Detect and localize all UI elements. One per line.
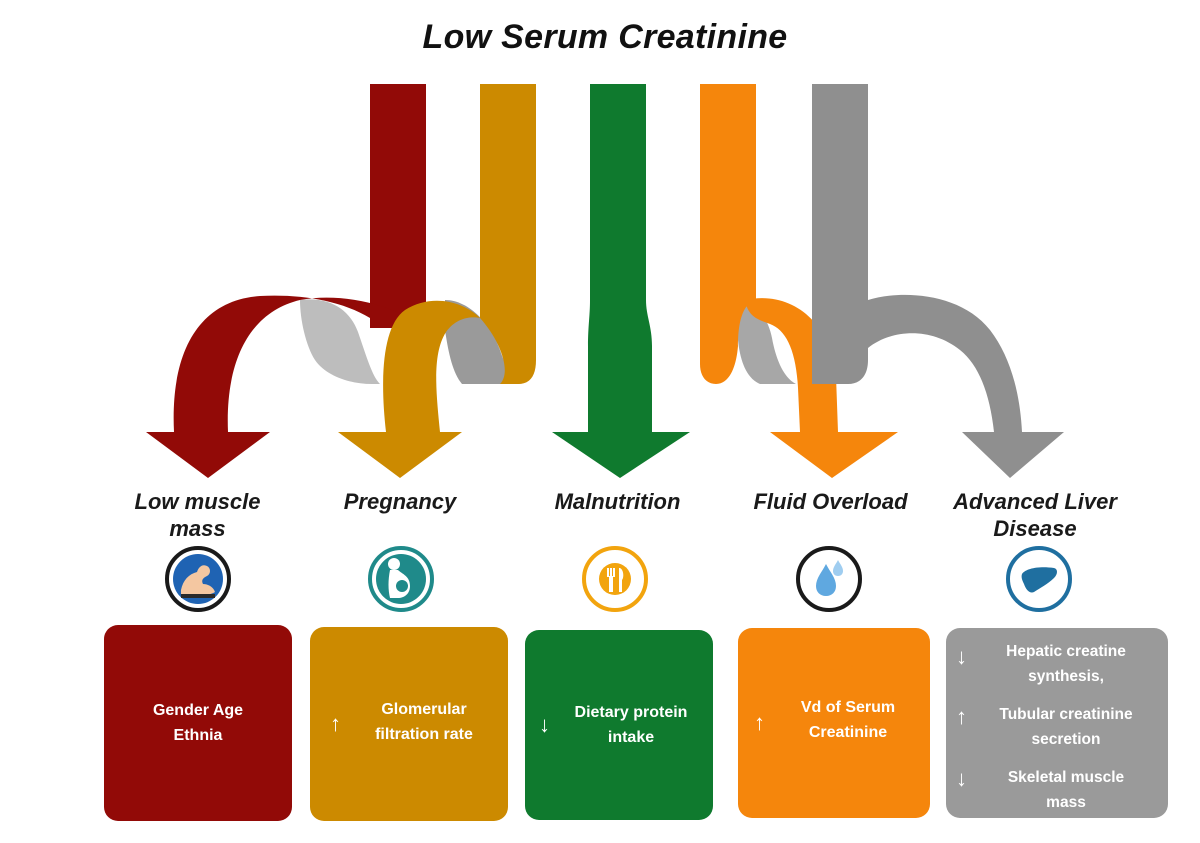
- liver-icon: [1006, 546, 1072, 612]
- box-text: Tubular creatinine: [999, 706, 1133, 723]
- box-text: Creatinine: [808, 724, 888, 741]
- box-text: Dietary protein: [574, 704, 688, 721]
- label-line: Malnutrition: [554, 489, 681, 514]
- orange-column: [700, 84, 756, 384]
- label-line: Fluid Overload: [753, 489, 908, 514]
- label-line: Pregnancy: [343, 489, 457, 514]
- box-text: Ethnia: [173, 727, 223, 744]
- flexed-arm-icon: [165, 546, 231, 612]
- down-arrow-icon: ↓: [539, 712, 550, 737]
- label-malnutrition: Malnutrition: [520, 488, 715, 515]
- label-line: mass: [169, 516, 226, 541]
- fork-knife-icon: [582, 546, 648, 612]
- diagram-title: Low Serum Creatinine: [422, 18, 788, 56]
- box-malnutrition: ↓ Dietary protein intake: [525, 630, 713, 820]
- label-pregnancy: Pregnancy: [310, 488, 490, 515]
- water-drop-icon: [796, 546, 862, 612]
- orange-curved-arrow: [745, 298, 898, 478]
- box-fluid-overload: ↑ Vd of Serum Creatinine: [738, 628, 930, 818]
- down-arrow-icon: ↓: [956, 766, 967, 791]
- orange-ribbon-underside: [735, 300, 796, 384]
- box-text: Hepatic creatine: [1006, 643, 1126, 660]
- box-text: intake: [607, 729, 655, 746]
- label-line: Advanced Liver: [953, 489, 1117, 514]
- box-text: filtration rate: [375, 726, 473, 743]
- up-arrow-icon: ↑: [330, 711, 341, 736]
- gray-column: [812, 84, 1064, 478]
- pregnant-woman-icon: [368, 546, 434, 612]
- up-arrow-icon: ↑: [754, 710, 765, 735]
- box-text: synthesis,: [1028, 668, 1104, 685]
- box-text: secretion: [1031, 731, 1101, 748]
- box-text: Glomerular: [381, 701, 467, 718]
- box-advanced-liver-disease: ↓ Hepatic creatine synthesis, ↑ Tubular …: [946, 628, 1168, 818]
- label-line: Disease: [993, 516, 1077, 541]
- mustard-column: [480, 84, 536, 384]
- red-ribbon-underside: [300, 299, 380, 384]
- label-advanced-liver-disease: Advanced Liver Disease: [930, 488, 1140, 542]
- down-arrow-icon: ↓: [956, 644, 967, 669]
- box-low-muscle-mass: Gender Age Ethnia: [104, 625, 292, 821]
- box-pregnancy: ↑ Glomerular filtration rate: [310, 627, 508, 821]
- box-text: Gender Age: [152, 702, 244, 719]
- mustard-ribbon-underside: [445, 300, 520, 384]
- mustard-curved-arrow: [338, 300, 480, 478]
- green-straight-arrow: [552, 84, 690, 478]
- red-curved-arrow: [146, 295, 426, 478]
- box-text: Vd of Serum: [800, 699, 896, 716]
- label-fluid-overload: Fluid Overload: [728, 488, 933, 515]
- up-arrow-icon: ↑: [956, 704, 967, 729]
- label-line: Low muscle: [134, 489, 261, 514]
- red-column: [370, 84, 426, 328]
- label-low-muscle-mass: Low muscle mass: [110, 488, 285, 542]
- box-text: mass: [1046, 794, 1086, 811]
- box-text: Skeletal muscle: [1007, 769, 1125, 786]
